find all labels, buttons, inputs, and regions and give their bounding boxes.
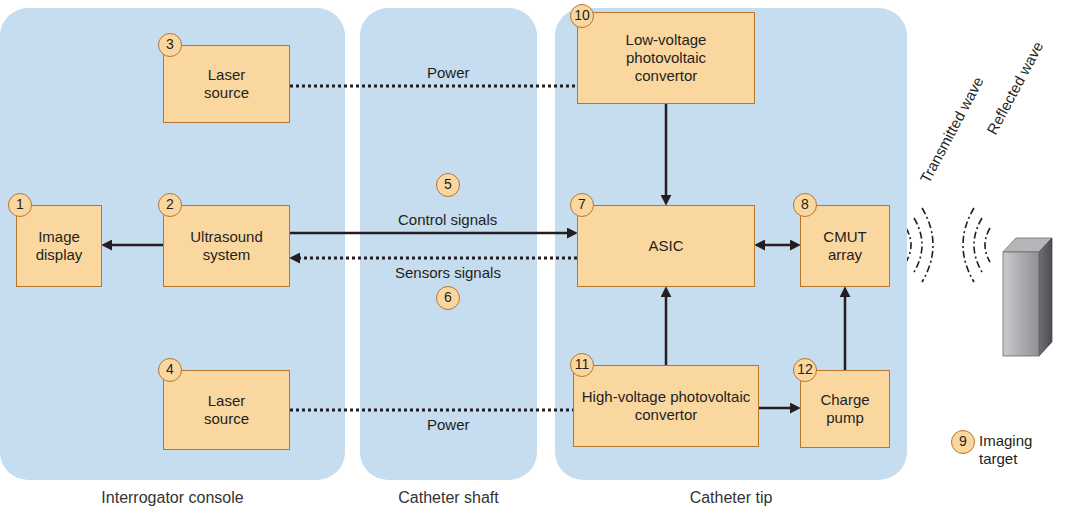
optical-link — [290, 85, 577, 88]
callout-number: 7 — [570, 193, 594, 217]
wave-arc — [963, 208, 974, 282]
region-panel: Interrogator consoleLaser sourceImage di… — [0, 8, 345, 480]
region-panel: Catheter tipLow-voltage photovoltaic con… — [555, 8, 907, 480]
callout-number: 8 — [793, 193, 817, 217]
component-box: CMUT array — [800, 205, 890, 287]
wave-arc — [922, 208, 933, 282]
connector-label: Power — [427, 416, 470, 434]
component-label: Image display — [24, 228, 94, 264]
component-label: CMUT array — [815, 228, 875, 264]
callout-number: 5 — [436, 173, 460, 197]
connector-label: Sensors signals — [395, 264, 501, 282]
callout-number: 4 — [158, 358, 182, 382]
component-box: Ultrasound system — [163, 205, 290, 287]
component-box: Laser source — [163, 370, 290, 450]
callout-number: 12 — [793, 358, 817, 382]
transmitted-wave — [906, 208, 933, 282]
callout-number: 9 — [951, 430, 975, 454]
signal-connector — [665, 104, 668, 197]
component-label: ASIC — [648, 237, 683, 255]
component-box: Charge pump — [800, 370, 890, 448]
signal-connector — [110, 244, 163, 247]
component-box: Laser source — [163, 45, 290, 123]
target-label: Imaging target — [979, 432, 1041, 468]
callout-number: 11 — [570, 353, 594, 377]
component-label: Charge pump — [815, 391, 875, 427]
wave-arc — [914, 218, 922, 272]
component-label: Low-voltage photovoltaic convertor — [606, 31, 726, 85]
component-box: High-voltage photovoltaic convertor — [573, 365, 759, 447]
wave-label: Transmitted wave — [916, 74, 987, 186]
imaging-target-block — [1003, 238, 1052, 356]
wave-arc — [985, 228, 990, 262]
connector-label: Control signals — [398, 211, 497, 229]
region-label: Catheter shaft — [330, 488, 567, 507]
region-label: Interrogator console — [0, 488, 375, 507]
component-box: ASIC — [577, 205, 755, 287]
callout-number: 1 — [8, 193, 32, 217]
target-side — [1039, 238, 1052, 356]
component-label: High-voltage photovoltaic convertor — [581, 388, 751, 424]
callout-number: 2 — [158, 193, 182, 217]
signal-connector — [759, 407, 792, 410]
connector-label: Power — [427, 64, 470, 82]
signal-connector — [844, 295, 847, 370]
optical-link — [290, 409, 573, 412]
component-label: Ultrasound system — [177, 228, 277, 264]
component-box: Low-voltage photovoltaic convertor — [577, 12, 755, 104]
callout-number: 6 — [436, 286, 460, 310]
callout-number: 10 — [570, 4, 594, 28]
component-label: Laser source — [187, 66, 267, 102]
reflected-wave — [963, 208, 990, 282]
signal-connector — [763, 244, 792, 247]
component-label: Laser source — [187, 392, 267, 428]
optical-link — [298, 257, 577, 260]
callout-number: 3 — [158, 33, 182, 57]
target-front — [1003, 252, 1039, 356]
wave-label: Reflected wave — [983, 38, 1047, 137]
component-box: Image display — [16, 205, 102, 287]
signal-connector — [290, 232, 569, 235]
region-label: Catheter tip — [525, 488, 937, 507]
signal-connector — [665, 295, 668, 365]
wave-arc — [974, 218, 982, 272]
